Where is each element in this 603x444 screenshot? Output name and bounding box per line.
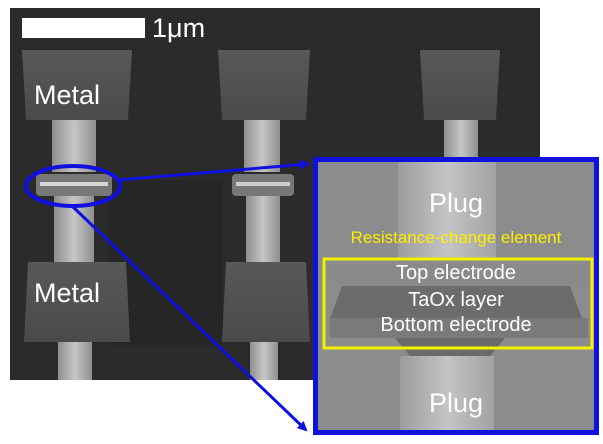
inset-bottom-electrode <box>330 318 588 338</box>
scale-bar-label: 1μm <box>152 13 206 43</box>
bottom-metal-left <box>24 262 130 342</box>
bottom-metal-label: Metal <box>34 278 101 308</box>
plug-right-upper <box>444 120 478 160</box>
layer-label-taox: TaOx layer <box>408 289 504 311</box>
inset-top-plug-label: Plug <box>428 188 484 218</box>
plug-left-bottom <box>58 342 92 380</box>
bottom-metal-middle <box>222 262 310 342</box>
plug-middle-lower <box>246 196 280 262</box>
element-left-layer <box>40 182 108 186</box>
plug-middle-upper <box>244 120 280 172</box>
top-metal-middle <box>218 50 310 120</box>
top-metal-right <box>420 50 500 120</box>
element-caption: Resistance-change element <box>350 228 562 247</box>
layer-label-bottom-electrode: Bottom electrode <box>380 314 532 336</box>
inset-top-electrode <box>330 264 588 286</box>
arrow-to-inset-bottom <box>70 204 308 432</box>
inset-bottom-plug-label: Plug <box>428 388 484 418</box>
inset-taox-layer <box>330 286 582 318</box>
element-middle-layer <box>236 182 290 186</box>
element-frame <box>322 257 594 350</box>
arrow-to-inset-top <box>117 159 310 182</box>
scale-bar <box>22 18 145 38</box>
inset-bottom-plug <box>400 356 494 430</box>
plug-middle-bottom <box>250 342 278 380</box>
top-metal-left <box>22 50 132 120</box>
layer-label-top-electrode: Top electrode <box>395 262 517 284</box>
top-metal-label: Metal <box>34 80 101 110</box>
plug-left-upper <box>52 120 96 172</box>
inset-top-plug <box>398 162 496 258</box>
